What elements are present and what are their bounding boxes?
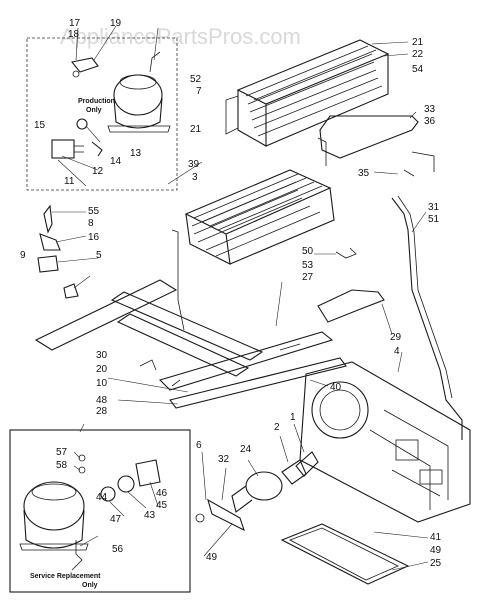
callout-19: 19	[110, 18, 122, 29]
callout-32: 32	[218, 454, 230, 465]
callout-53: 53	[302, 260, 314, 271]
compressor-production	[107, 51, 171, 133]
callout-43: 43	[144, 510, 156, 521]
production-label-line2: Only	[86, 107, 102, 114]
callout-52: 52	[190, 74, 202, 85]
callout-7: 7	[196, 86, 202, 97]
callout-9: 9	[20, 250, 26, 261]
callout-45: 45	[156, 500, 168, 511]
callout-29: 29	[390, 332, 402, 343]
callout-35: 35	[358, 168, 370, 179]
service-label-line1: Service Replacement	[30, 573, 101, 580]
callout-2: 2	[274, 422, 280, 433]
callout-54: 54	[412, 64, 424, 75]
bracket-27	[317, 289, 385, 323]
callout-49b: 49	[206, 552, 218, 563]
callout-49: 49	[430, 545, 442, 556]
relay-parts	[51, 57, 103, 159]
service-label-line2: Only	[82, 582, 98, 589]
callout-46: 46	[156, 488, 168, 499]
callout-8: 8	[88, 218, 94, 229]
production-label-line1: Production	[78, 98, 115, 105]
callout-47: 47	[110, 514, 122, 525]
callout-22: 22	[412, 49, 424, 60]
callout-27: 27	[302, 272, 314, 283]
long-tube	[391, 197, 463, 440]
callout-25: 25	[430, 558, 442, 569]
base-frame	[34, 229, 347, 409]
callout-48: 48	[96, 395, 108, 406]
callout-14: 14	[110, 156, 122, 167]
callout-28: 28	[96, 406, 108, 417]
callout-13: 13	[130, 148, 142, 159]
callout-58: 58	[56, 460, 68, 471]
callout-3: 3	[192, 172, 198, 183]
callout-1: 1	[290, 412, 296, 423]
evaporator-coil	[184, 169, 335, 265]
service-replacement-box	[9, 429, 191, 593]
callout-16: 16	[88, 232, 100, 243]
callout-57: 57	[56, 447, 68, 458]
production-only-box	[26, 37, 178, 191]
callout-12: 12	[92, 166, 104, 177]
callout-21b: 21	[190, 124, 202, 135]
callout-11: 11	[64, 176, 75, 187]
service-relay-parts	[78, 454, 161, 502]
leader-lines	[52, 25, 429, 571]
callout-40: 40	[330, 382, 342, 393]
drain-pan	[280, 523, 410, 585]
callout-6: 6	[196, 440, 202, 451]
callout-5: 5	[96, 250, 102, 261]
callout-21: 21	[412, 37, 424, 48]
callout-39: 39	[188, 159, 200, 170]
callout-17: 17	[69, 18, 81, 29]
callout-10: 10	[96, 378, 108, 389]
callout-18: 18	[68, 29, 80, 40]
clip-50	[335, 247, 357, 259]
callout-36: 36	[424, 116, 436, 127]
callout-55: 55	[88, 206, 100, 217]
callout-56: 56	[112, 544, 124, 555]
callout-20: 20	[96, 364, 108, 375]
long-tube-inner	[397, 195, 453, 399]
left-small-parts	[37, 204, 79, 299]
callout-4: 4	[394, 346, 400, 357]
tube-assembly	[317, 115, 435, 177]
callout-24: 24	[240, 444, 252, 455]
callout-31: 31	[428, 202, 440, 213]
callout-51: 51	[428, 214, 440, 225]
condenser-coil	[225, 39, 390, 147]
callout-44: 44	[96, 492, 108, 503]
callout-33: 33	[424, 104, 436, 115]
callout-41: 41	[430, 532, 442, 543]
callout-30: 30	[96, 350, 108, 361]
fan-motor	[195, 451, 319, 532]
callout-50: 50	[302, 246, 314, 257]
compressor-service	[19, 481, 89, 571]
watermark-text: AppliancePartsPros.com	[60, 24, 301, 49]
callout-labels: 17 19 18 52 7 21 22 54 21 33 36 35 31 51…	[20, 18, 442, 569]
callout-15: 15	[34, 120, 46, 131]
fan-shroud	[299, 361, 471, 523]
